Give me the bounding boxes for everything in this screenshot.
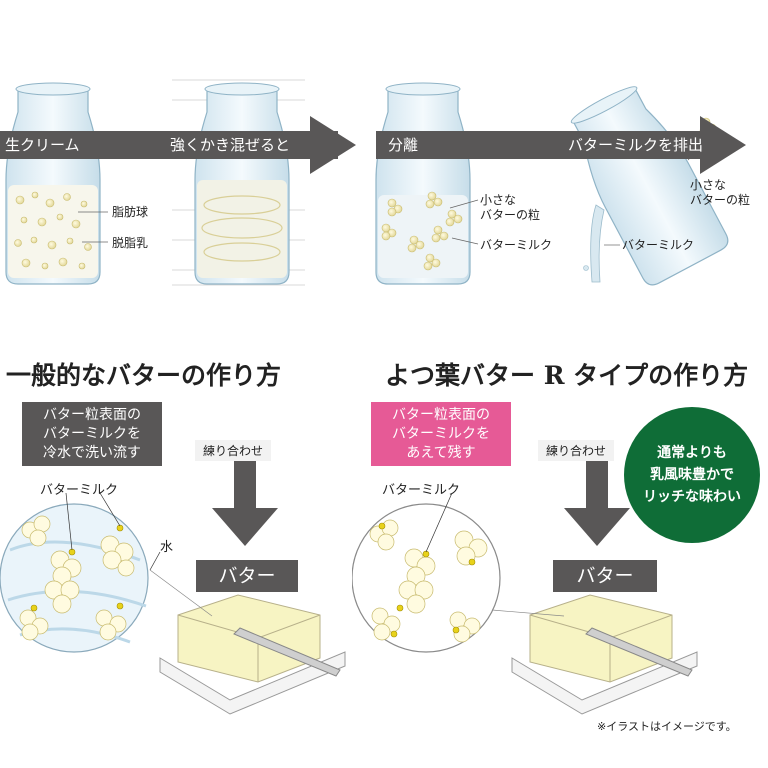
yotsuba-method-illustration (352, 440, 698, 715)
standard-note-line-2: バターミルクを (43, 425, 141, 442)
step-label-separation: 分離 (388, 136, 419, 154)
yotsuba-butter-label: バター (553, 560, 657, 592)
step-label-whipping: 強くかき混ぜると (170, 136, 291, 154)
note-small-2: 小さな (690, 178, 727, 192)
standard-note-line-1: バター粒表面の (43, 406, 141, 423)
heading-yotsuba-method: よつ葉バター R タイプの作り方 (385, 361, 749, 390)
standard-butter-label: バター (196, 560, 298, 592)
note-butter-grain-2: バターの粒 (690, 193, 751, 207)
standard-method-note: バター粒表面の バターミルクを 冷水で洗い流す (22, 402, 162, 466)
standard-buttermilk-label: バターミルク (40, 483, 119, 498)
yotsuba-note-line-2: バターミルクを (392, 425, 490, 442)
bottle-fresh-cream (5, 82, 108, 285)
yotsuba-note-line-3: あえて残す (406, 444, 476, 461)
fat-globules (14, 191, 92, 270)
note-buttermilk-1: バターミルク (480, 238, 553, 252)
standard-water-label: 水 (160, 540, 174, 555)
badge-line-3: リッチな味わい (643, 489, 741, 505)
step-label-fresh-cream: 生クリーム (5, 136, 80, 154)
note-butter-grain-1: バターの粒 (480, 208, 541, 222)
standard-join-label: 練り合わせ (195, 440, 272, 461)
standard-method-illustration (0, 440, 346, 715)
yotsuba-note-line-1: バター粒表面の (392, 406, 490, 423)
heading-standard-method: 一般的なバターの作り方 (6, 361, 282, 390)
rich-flavor-badge: 通常よりも 乳風味豊かで リッチな味わい (624, 407, 760, 543)
washed-grains (19, 515, 135, 641)
yotsuba-join-label: 練り合わせ (538, 440, 615, 461)
badge-line-2: 乳風味豊かで (650, 467, 734, 483)
bottle-whipping (172, 79, 305, 286)
standard-note-line-3: 冷水で洗い流す (43, 444, 141, 461)
note-small-1: 小さな (480, 193, 517, 207)
note-skim-milk: 脱脂乳 (112, 236, 149, 250)
buttermilk-stream (590, 204, 605, 283)
grains-with-buttermilk (369, 519, 488, 643)
step-label-draining: バターミルクを排出 (568, 136, 704, 154)
yotsuba-buttermilk-label: バターミルク (382, 483, 461, 498)
note-fat-globule: 脂肪球 (112, 205, 149, 219)
yotsuba-method-note: バター粒表面の バターミルクを あえて残す (371, 402, 511, 466)
process-arrow (0, 116, 746, 174)
butter-grains (381, 191, 463, 271)
badge-line-1: 通常よりも (657, 445, 727, 461)
bottle-separation (375, 82, 479, 285)
swirl-marks (201, 195, 283, 262)
note-buttermilk-2: バターミルク (622, 238, 695, 252)
process-illustration (0, 79, 746, 286)
footnote: ※イラストはイメージです。 (597, 720, 737, 733)
